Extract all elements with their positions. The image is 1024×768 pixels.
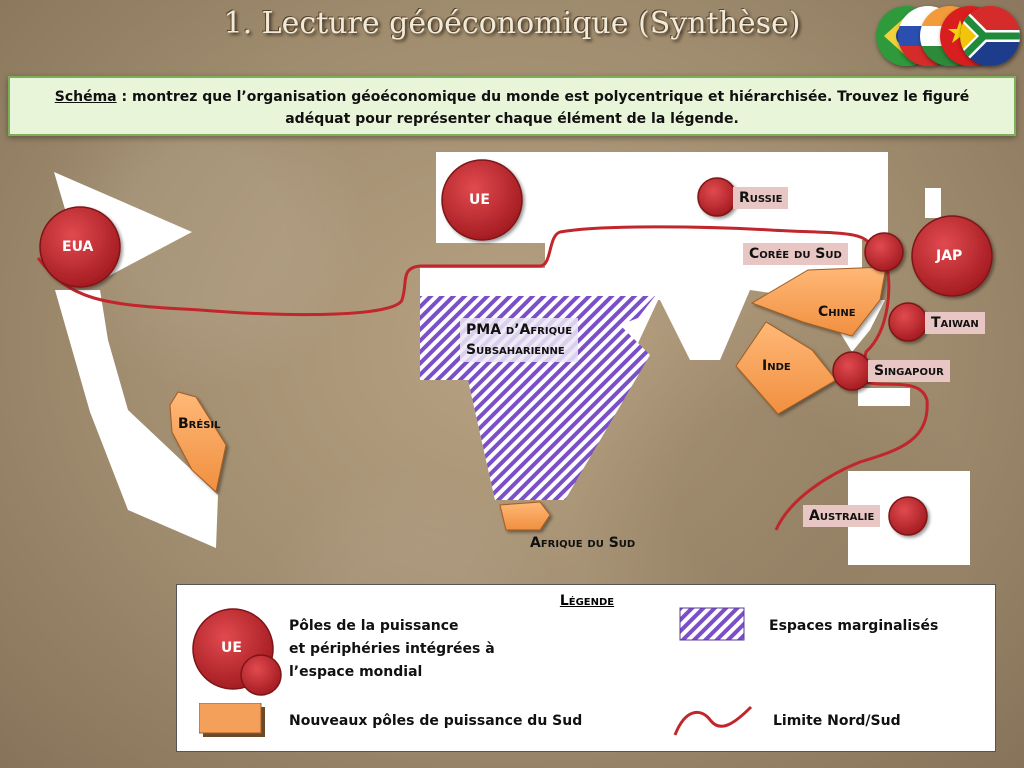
legend-poles-text: Pôles de la puissance et périphéries int… [289,615,495,684]
legend-poles-line3: l’espace mondial [289,664,423,680]
pole-australie [888,496,928,536]
label-taiwan: Taiwan [925,312,985,334]
pole-ue [441,159,523,241]
japan-shape [925,188,941,218]
pole-singapour [832,351,872,391]
legend-north-south-symbol [673,705,753,736]
legend-hatch-symbol [679,607,745,641]
south-africa-shape [499,501,551,531]
legend-pole-sample: UE [221,640,242,656]
instruction-box: Schéma : montrez que l’organisation géoé… [8,76,1016,136]
legend-title: Légende [559,593,615,609]
label-australie: Australie [803,505,881,527]
legend-emerging-symbol [199,703,265,737]
label-pma-line1: PMA d’Afrique [466,322,573,338]
instruction-prefix: Schéma [54,89,117,105]
pole-jap [911,215,993,297]
label-chine: Chine [818,304,856,320]
brics-flags [876,6,1020,66]
label-ue: UE [469,192,490,208]
pole-russie [697,177,737,217]
legend-emerging-text: Nouveaux pôles de puissance du Sud [289,713,583,729]
pole-eua [39,206,121,288]
label-jap: JAP [936,248,963,264]
page-title: 1. Lecture géoéconomique (Synthèse) [223,6,801,41]
north-south-line [36,225,929,531]
instruction-text: : montrez que l’organisation géoéconomiq… [116,89,970,127]
label-bresil: Brésil [178,416,221,432]
legend-north-south-text: Limite Nord/Sud [773,713,901,729]
legend-poles-line2: et périphéries intégrées à [289,641,495,657]
americas-shape [55,290,218,548]
southeast-asia-shape [858,388,910,406]
legend-pole-symbol [192,608,282,696]
label-russie: Russie [733,187,789,209]
label-eua: EUA [62,239,94,255]
label-pma: PMA d’Afrique Subsaharienne [460,318,579,362]
legend-poles-line1: Pôles de la puissance [289,618,459,634]
label-pma-line2: Subsaharienne [466,342,565,358]
pole-coree [864,232,904,272]
brazil-shape [169,391,227,493]
china-shape [750,266,887,337]
label-inde: Inde [762,358,791,374]
label-singapour: Singapour [868,360,950,382]
label-afrique-du-sud: Afrique du Sud [530,535,636,551]
label-coree: Corée du Sud [743,243,848,265]
legend-marginal-text: Espaces marginalisés [769,618,939,634]
legend-box: Légende UE Pôles de la puissance et péri… [176,584,996,752]
india-shape [735,321,837,415]
pole-taiwan [888,302,928,342]
